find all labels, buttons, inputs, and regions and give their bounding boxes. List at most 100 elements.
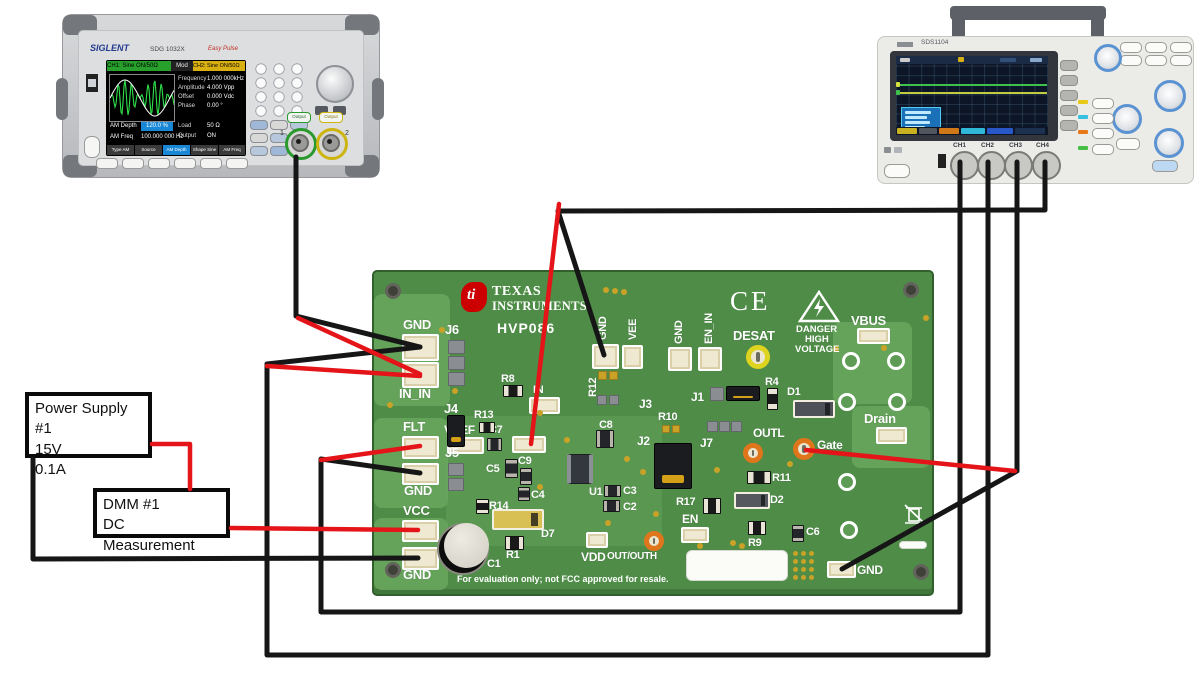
scope-soft-buttons[interactable] [1060,60,1080,140]
scope-run-button[interactable] [1152,160,1178,172]
power-button[interactable] [84,136,100,158]
param-label: Offset [178,94,194,100]
am-waveform-icon [110,79,174,117]
scope-usb-port [938,154,946,168]
ch2-label: CH2 [981,142,995,149]
scope-horizontal-knob[interactable] [1094,44,1122,72]
am-freq-label: AM Freq [110,134,134,140]
generator-knob[interactable] [316,65,354,103]
ch1-button[interactable] [1092,98,1114,109]
scope-panel-buttons[interactable] [1120,42,1192,72]
ch3-color-mark [1078,130,1088,134]
output2-number: 2 [345,130,349,137]
ce-mark: CE [730,286,771,316]
scope-trace-ch1 [897,92,1047,94]
board-brand-instruments: INSTRUMENTS [492,299,587,313]
warning-icon [884,147,891,153]
output1-button[interactable]: Output [287,112,311,123]
generator-numeric-keypad[interactable] [252,62,306,118]
generator-brand: SIGLENT [90,43,130,53]
scope-ch1-bnc[interactable] [950,151,979,180]
generator-mod-indicator: Mod [171,61,193,71]
param-value: 0.000 Vdc [207,94,235,100]
scope-logo [897,42,913,47]
generator-blank-softkeys[interactable] [96,158,256,170]
scope-vertical-position-knob[interactable] [1112,104,1142,134]
scope-panel-button[interactable] [1120,42,1142,53]
screen-chip [900,58,910,62]
ch3-label: CH3 [1009,142,1023,149]
generator-blank-key[interactable] [200,158,222,169]
power-supply-voltage: 15V [35,440,62,458]
generator-model: SDG 1032X [150,46,185,53]
generator-side-grip [372,78,384,120]
am-depth-value: 120.0 % [141,122,173,131]
right-arrow-button[interactable] [333,106,346,115]
scope-ch2-bnc[interactable] [977,151,1006,180]
scope-panel-button[interactable] [1170,55,1192,66]
left-arrow-button[interactable] [315,106,328,115]
generator-function-key[interactable] [250,133,268,143]
ch2-button[interactable] [1092,113,1114,124]
board-brand-texas: TEXAS [492,284,542,299]
bnc-core [296,139,301,144]
output-value: ON [207,133,216,139]
scope-soft-button[interactable] [1060,60,1078,71]
scope-soft-button[interactable] [1060,90,1078,101]
generator-tagline: Easy Pulse [208,46,239,52]
generator-blank-key[interactable] [96,158,118,169]
danger-text: VOLTAGE [795,344,840,355]
scope-trace-ch4 [897,84,1047,86]
oscilloscope-handle-post [952,12,965,42]
generator-blank-key[interactable] [174,158,196,169]
scope-panel-button[interactable] [1145,55,1167,66]
am-freq-value: 100.000 000 Hz [141,134,184,140]
param-value: 4.000 Vpp [207,85,235,91]
oscilloscope-handle-post [1091,12,1104,42]
scope-soft-button[interactable] [1060,75,1078,86]
softkey-shape[interactable]: Shape Sine [191,145,218,155]
scope-panel-button[interactable] [1145,42,1167,53]
scope-vertical-scale-knob[interactable] [1154,128,1184,158]
scope-ch3-bnc[interactable] [1004,151,1033,180]
scope-panel-button[interactable] [1170,42,1192,53]
param-value: 1.000 000kHz [207,76,245,82]
softkey-am-depth[interactable]: AM Depth [163,145,190,155]
generator-function-key[interactable] [250,120,268,130]
scope-power-button[interactable] [884,164,910,178]
scope-math-button[interactable] [1116,138,1140,150]
output2-button[interactable]: Output [319,112,343,123]
board-model: HVP086 [497,320,556,336]
load-value: 50 Ω [207,123,220,129]
scope-soft-button[interactable] [1060,105,1078,116]
generator-blank-key[interactable] [148,158,170,169]
ch4-color-mark [1078,146,1088,150]
param-value: 0.00 ° [207,103,223,109]
scope-panel-button[interactable] [1120,55,1142,66]
generator-blank-key[interactable] [122,158,144,169]
hvp086-eval-board [372,270,934,596]
power-supply-box: Power Supply #1 15V 0.1A [25,392,152,478]
trigger-marker [958,57,964,62]
ch4-button[interactable] [1092,144,1114,155]
softkey-source[interactable]: Source Internal [135,145,162,155]
wire-ps-to-dmm [149,441,193,492]
generator-function-key[interactable] [270,120,288,130]
dmm-mode: DC Measurement [103,516,195,554]
power-supply-current: 0.1A [35,460,66,478]
scope-trigger-knob[interactable] [1154,80,1186,112]
output-label: Output [178,133,197,139]
ch3-button[interactable] [1092,128,1114,139]
ch2-color-mark [1078,115,1088,119]
generator-blank-key[interactable] [226,158,248,169]
scope-model: SDS1104 [921,39,949,46]
scope-soft-button[interactable] [1060,120,1078,131]
param-label: Phase [178,103,196,109]
generator-waveform-box [109,74,175,122]
softkey-type[interactable]: Type AM [107,145,134,155]
generator-function-key[interactable] [250,146,268,156]
scope-ch4-bnc[interactable] [1032,151,1061,180]
softkey-am-freq[interactable]: AM Freq [219,145,245,155]
screen-chip [1030,58,1042,62]
generator-ch1-header: CH1: Sine ON/50Ω [107,61,171,71]
